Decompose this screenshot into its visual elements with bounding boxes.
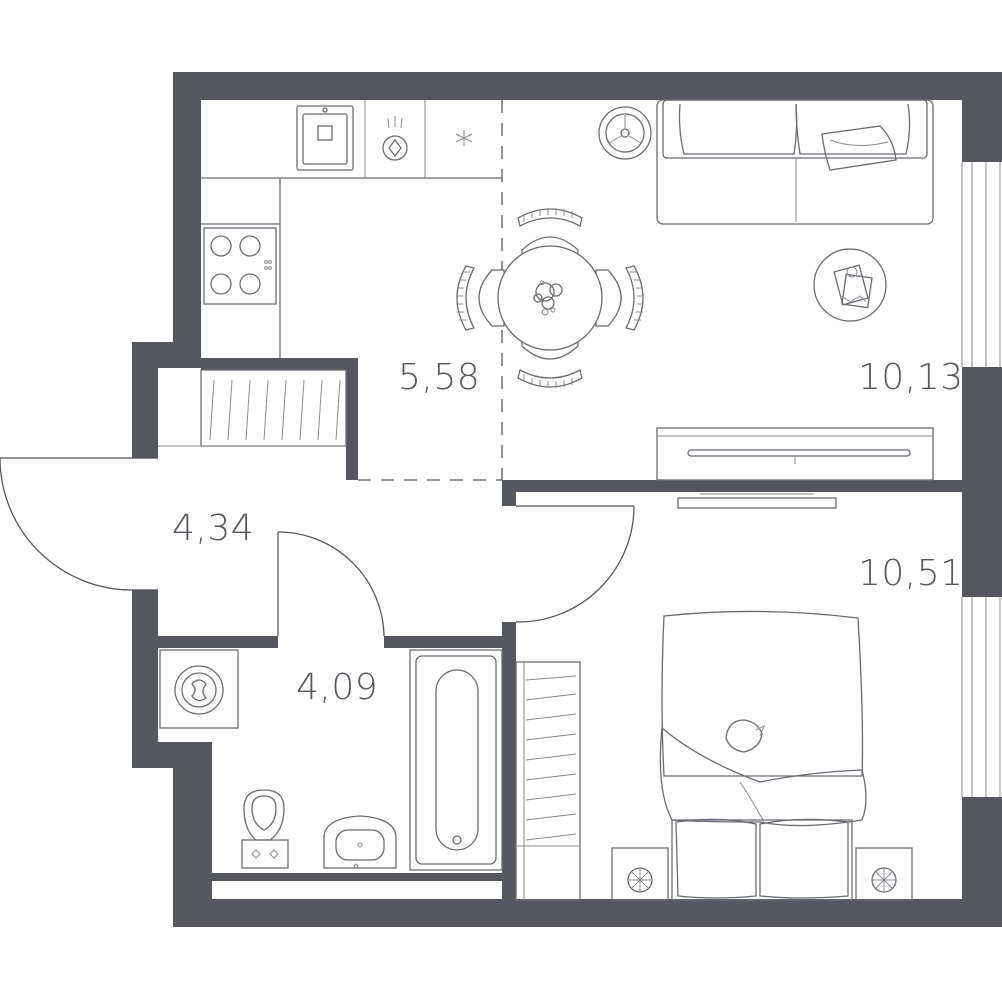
chair-right: [595, 265, 644, 331]
window-bedroom: [961, 597, 1001, 797]
walls: [132, 72, 1002, 927]
nightstand-left: [611, 847, 669, 901]
kitchen-counter: [201, 177, 502, 358]
fridge-icon: [455, 130, 473, 146]
area-label-bedroom: 10,51: [858, 553, 964, 594]
bathroom-door: [277, 531, 385, 637]
windows: [961, 162, 1001, 797]
area-label-bathroom: 4,09: [296, 667, 379, 708]
tv-stand: [656, 427, 934, 481]
cat-icon: [725, 719, 765, 753]
wardrobe-hallway: [158, 369, 347, 447]
bathroom-furniture: [159, 649, 503, 871]
living-room-furniture: [598, 99, 934, 481]
kitchen-sink-icon: [296, 105, 354, 171]
washing-machine-icon: [159, 649, 239, 729]
area-label-kitchen: 5,58: [398, 357, 481, 398]
toilet-icon: [241, 789, 289, 869]
bedroom-door: [515, 505, 635, 623]
chair-left: [456, 265, 505, 331]
wash-basin-icon: [323, 815, 397, 869]
bedroom-furniture: [515, 493, 913, 901]
stove-icon: [203, 227, 277, 305]
entrance-door: [0, 457, 158, 591]
bathtub: [409, 649, 503, 871]
wardrobe-bedroom: [515, 661, 581, 901]
bedroom-tv: [677, 493, 837, 509]
flower-vase-icon: [533, 280, 563, 316]
kitchen-furniture: [158, 100, 502, 447]
dishwasher-icon: [382, 116, 408, 161]
floor-lamp-icon: [598, 106, 652, 160]
nightstand-right: [855, 847, 913, 901]
coffee-table-icon: [813, 248, 887, 322]
sofa: [656, 99, 934, 225]
bed: [659, 610, 867, 901]
window-living-room: [961, 162, 1001, 367]
area-label-hallway: 4,34: [172, 508, 255, 549]
dining-table: [456, 208, 644, 388]
area-label-living-room: 10,13: [858, 357, 964, 398]
